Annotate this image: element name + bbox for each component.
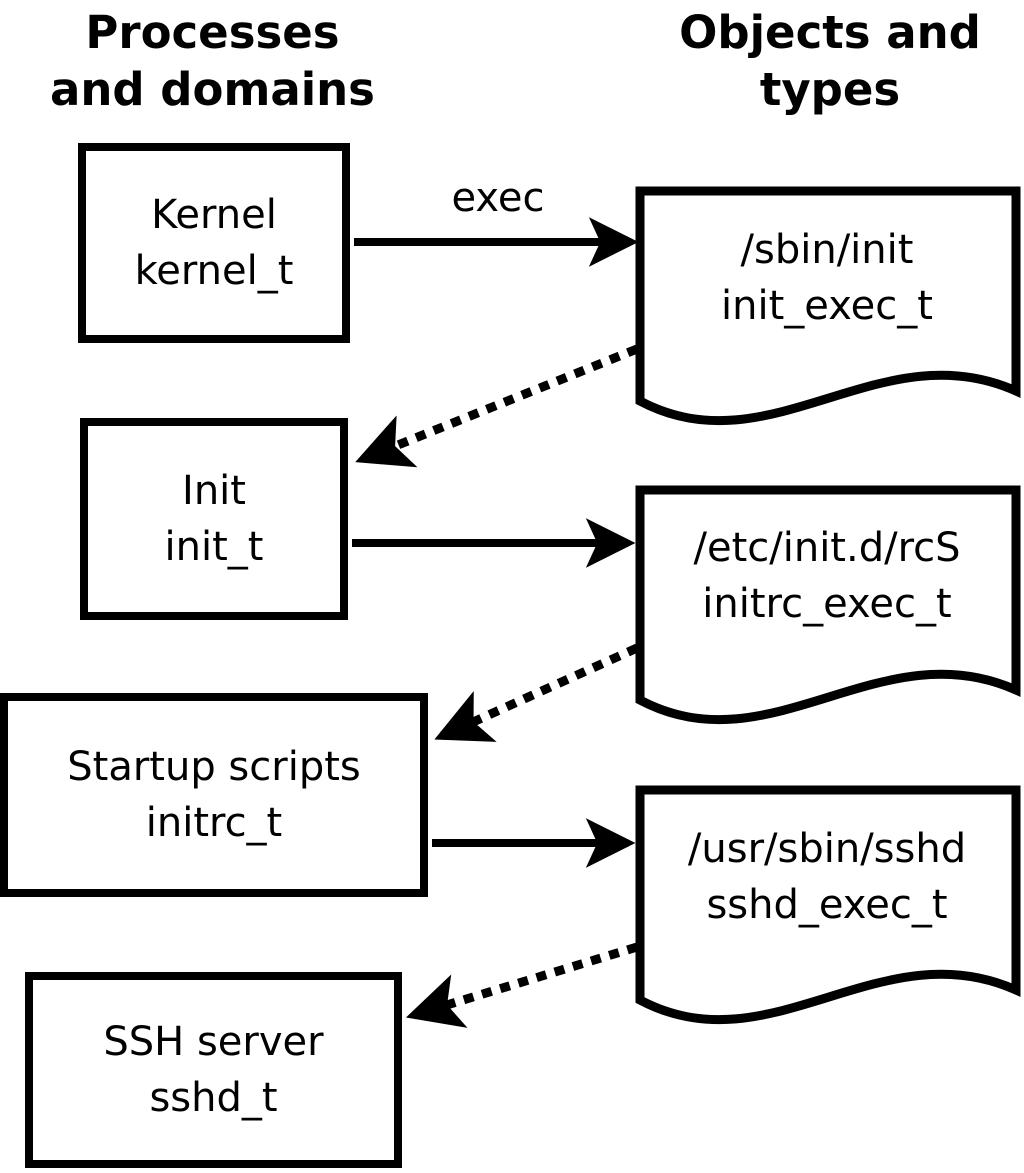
process-domain: kernel_t xyxy=(134,248,294,294)
object-type: initrc_exec_t xyxy=(702,581,952,627)
left-column-header: Processes and domains xyxy=(15,4,410,118)
process-box-ssh-server: SSH server sshd_t xyxy=(25,972,402,1168)
process-domain: sshd_t xyxy=(149,1075,278,1121)
object-type: sshd_exec_t xyxy=(706,882,948,928)
object-type: init_exec_t xyxy=(721,283,933,329)
right-column-header: Objects and types xyxy=(640,4,1020,118)
right-header-line2: types xyxy=(759,63,901,116)
object-path: /usr/sbin/sshd xyxy=(687,826,967,872)
process-box-startup-scripts: Startup scripts initrc_t xyxy=(0,693,428,897)
exec-edge-label: exec xyxy=(451,175,545,221)
process-name: Startup scripts xyxy=(67,744,361,790)
left-header-line2: and domains xyxy=(50,63,375,116)
process-domain: initrc_t xyxy=(145,800,283,846)
object-path: /etc/init.d/rcS xyxy=(693,525,961,571)
object-path: /sbin/init xyxy=(740,227,914,273)
document-shape-sbin-init xyxy=(635,186,1021,425)
process-name: SSH server xyxy=(103,1019,324,1065)
process-name: Init xyxy=(182,468,246,514)
process-box-kernel: Kernel kernel_t xyxy=(78,143,350,343)
right-header-line1: Objects and xyxy=(679,6,981,59)
process-box-init: Init init_t xyxy=(80,418,348,620)
object-label-etc-initd-rcs: /etc/init.d/rcS initrc_exec_t xyxy=(642,520,1012,632)
dotted-arrow-sshd-exec-to-sshd xyxy=(405,942,639,1028)
left-header-line1: Processes xyxy=(85,6,340,59)
object-label-usr-sbin-sshd: /usr/sbin/sshd sshd_exec_t xyxy=(642,821,1012,933)
dotted-arrow-init-exec-to-init xyxy=(355,344,639,468)
dotted-arrow-initrc-exec-to-initrc xyxy=(434,643,639,742)
object-label-sbin-init: /sbin/init init_exec_t xyxy=(642,222,1012,334)
document-shape-usr-sbin-sshd xyxy=(635,785,1021,1024)
process-name: Kernel xyxy=(151,192,277,238)
document-shape-etc-initd-rcs xyxy=(635,485,1021,724)
process-domain: init_t xyxy=(164,524,264,570)
